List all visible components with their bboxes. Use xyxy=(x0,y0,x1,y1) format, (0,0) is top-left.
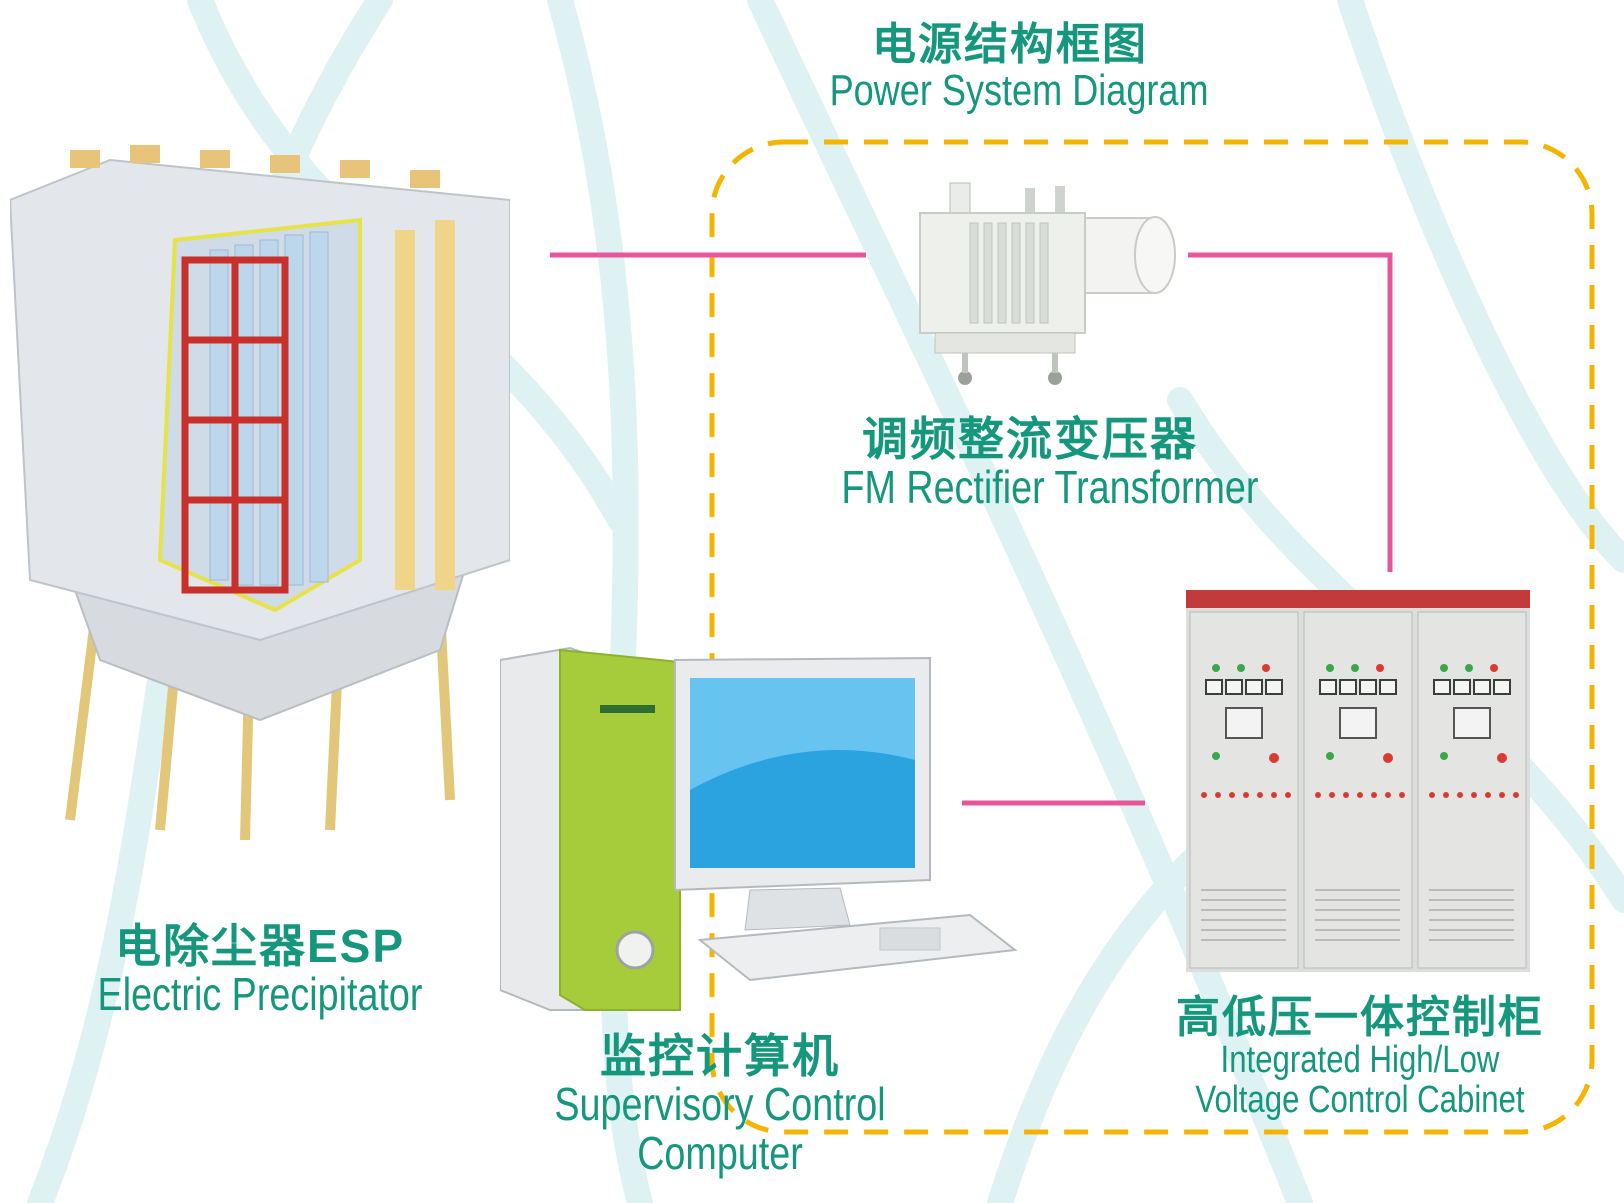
title-cn: 电源结构框图 xyxy=(872,20,1148,69)
esp-illustration xyxy=(10,145,510,840)
esp-label-cn: 电除尘器ESP xyxy=(114,920,406,972)
control-boundary xyxy=(709,139,1595,1135)
cabinet-label-en-1: Integrated High/Low xyxy=(1220,1039,1500,1082)
title-en: Power System Diagram xyxy=(829,66,1209,116)
cabinet-panels xyxy=(1189,611,1527,969)
transformer-label-en: FM Rectifier Transformer xyxy=(841,461,1259,514)
transformer-label-cn: 调频整流变压器 xyxy=(862,413,1198,465)
cabinet-label: 高低压一体控制柜 Integrated High/Low Voltage Con… xyxy=(1150,993,1570,1122)
cabinet-label-en-2: Voltage Control Cabinet xyxy=(1195,1079,1525,1122)
transformer-label: 调频整流变压器 FM Rectifier Transformer xyxy=(800,415,1260,512)
computer-label-en-2: Computer xyxy=(637,1126,803,1179)
transformer-illustration xyxy=(919,182,1176,385)
computer-illustration xyxy=(500,646,1018,1011)
cabinet-label-cn: 高低压一体控制柜 xyxy=(1176,993,1544,1042)
computer-label: 监控计算机 Supervisory Control Computer xyxy=(510,1032,930,1177)
computer-label-cn: 监控计算机 xyxy=(600,1030,840,1082)
computer-label-en-1: Supervisory Control xyxy=(554,1078,886,1131)
connector-transformer-cabinet xyxy=(1188,252,1393,572)
esp-label: 电除尘器ESP Electric Precipitator xyxy=(40,922,480,1019)
cabinet-illustration xyxy=(1186,590,1530,972)
diagram-title: 电源结构框图 Power System Diagram xyxy=(790,20,1230,116)
esp-label-en: Electric Precipitator xyxy=(97,968,423,1021)
